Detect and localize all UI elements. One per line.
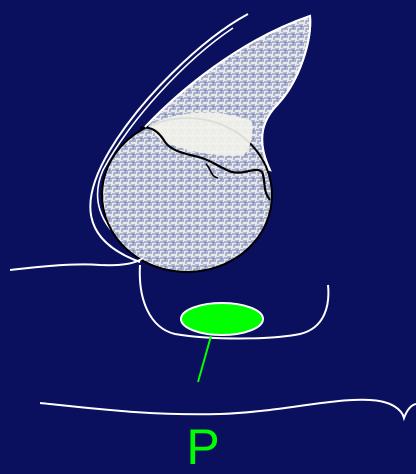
green-marker-ellipse xyxy=(181,303,263,335)
label-p: P xyxy=(181,420,225,474)
